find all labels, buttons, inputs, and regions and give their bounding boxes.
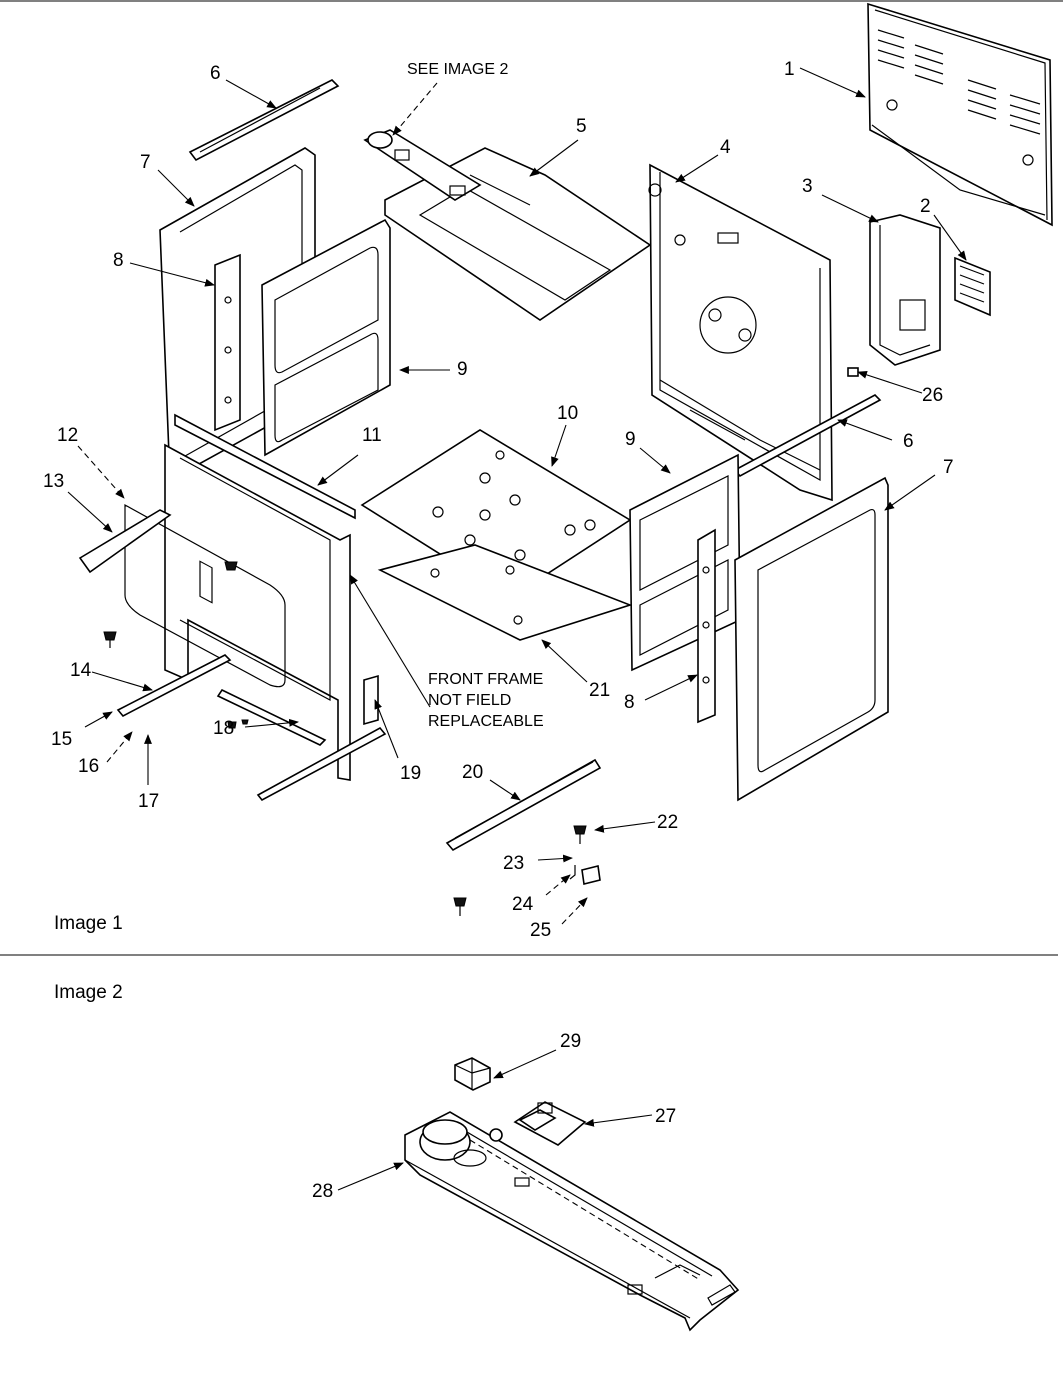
callout-10: 10	[557, 403, 578, 424]
part-21-plate	[377, 544, 633, 641]
callout-4: 4	[720, 137, 731, 158]
part-12-gasket	[124, 503, 286, 688]
part-28-thermostat-dome	[419, 1119, 503, 1167]
front-frame	[164, 443, 351, 781]
part-14-bottom-rail	[116, 654, 232, 718]
part-2-vent-plate	[954, 256, 991, 317]
leader-28	[337, 1162, 404, 1191]
part-22-screw	[573, 825, 587, 844]
callouts-image-1: 1 2 3 4 5 6 6 7 7 8 8 9 9 10 11 12 13 14…	[43, 59, 954, 941]
callout-19: 19	[400, 763, 421, 784]
callout-5: 5	[576, 116, 587, 137]
part-9-left-insulation	[261, 218, 391, 457]
front-frame-note-line3: REPLACEABLE	[428, 713, 544, 730]
screw-bottom-left	[227, 719, 249, 729]
image-2-caption: Image 2	[54, 982, 123, 1003]
part-25-clip	[581, 865, 601, 885]
callout-6-right: 6	[903, 431, 914, 452]
callout-9-left: 9	[457, 359, 468, 380]
callout-1: 1	[784, 59, 795, 80]
part-28-bracket	[404, 1111, 740, 1332]
callout-6-top: 6	[210, 63, 221, 84]
callout-7-left: 7	[140, 152, 151, 173]
front-frame-note-line2: NOT FIELD	[428, 692, 511, 709]
callout-9-right: 9	[625, 429, 636, 450]
bottom-slide-lower	[256, 726, 387, 802]
callout-18: 18	[213, 718, 234, 739]
callout-7-right: 7	[943, 457, 954, 478]
part-27-control-board	[513, 1101, 587, 1146]
callout-23: 23	[503, 853, 524, 874]
callout-20: 20	[462, 762, 483, 783]
part-11-front-strip	[174, 413, 356, 520]
part-13-rail	[78, 509, 172, 574]
front-frame-note-line1: FRONT FRAME	[428, 671, 543, 688]
screw-bottom-center	[453, 897, 467, 916]
leader-lines	[67, 67, 967, 925]
callout-27: 27	[655, 1106, 676, 1127]
callout-13: 13	[43, 471, 64, 492]
callout-29: 29	[560, 1031, 581, 1052]
callout-15: 15	[51, 729, 72, 750]
part-9-right-insulation	[629, 453, 741, 672]
see-image-2-note: SEE IMAGE 2	[407, 61, 508, 78]
part-3-bracket	[869, 214, 941, 366]
callout-8-right: 8	[624, 692, 635, 713]
leader-27	[584, 1114, 653, 1127]
callout-26: 26	[922, 385, 943, 406]
callout-17: 17	[138, 791, 159, 812]
part-6-rail-top	[188, 79, 340, 162]
callout-12: 12	[57, 425, 78, 446]
callout-22: 22	[657, 812, 678, 833]
part-8-left-strip	[214, 253, 241, 432]
part-4-side-panel	[648, 163, 833, 502]
part-7-right-side-frame	[734, 476, 889, 802]
callout-28: 28	[312, 1181, 333, 1202]
leader-29	[493, 1049, 557, 1079]
part-19-hinge-bracket	[363, 674, 379, 726]
callout-21: 21	[589, 680, 610, 701]
part-23-24-clip	[569, 865, 576, 880]
screw-left	[103, 561, 238, 648]
callout-8-left: 8	[113, 250, 124, 271]
callout-11: 11	[362, 425, 382, 446]
part-26-clip	[847, 367, 859, 377]
callout-14: 14	[70, 660, 92, 681]
part-8-right-strip	[697, 528, 716, 724]
image-1-caption: Image 1	[54, 913, 123, 934]
callout-3: 3	[802, 176, 813, 197]
callout-16: 16	[78, 756, 99, 777]
callout-24: 24	[512, 894, 534, 915]
callout-25: 25	[530, 920, 551, 941]
part-20-rail	[445, 758, 602, 852]
callout-2: 2	[920, 196, 931, 217]
control-bracket-ref	[363, 129, 482, 201]
part-29-switch	[454, 1057, 491, 1091]
